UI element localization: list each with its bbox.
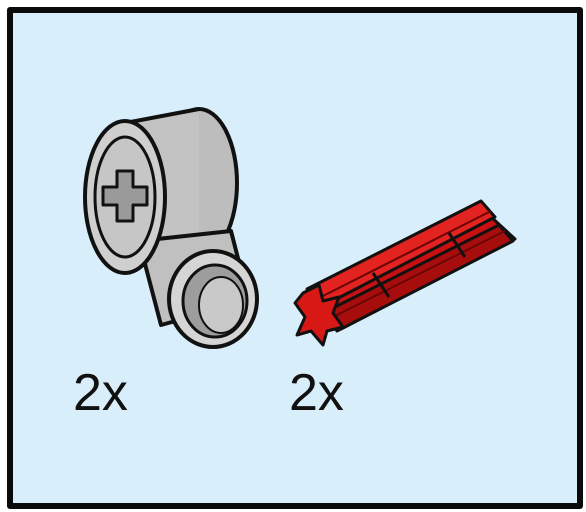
cross-block-icon: [83, 107, 259, 349]
red-axle-icon: [293, 199, 517, 347]
parts-list-panel: 2x 2x: [7, 7, 583, 509]
axle-quantity: 2x: [289, 364, 344, 422]
cross-block-quantity: 2x: [73, 364, 128, 422]
